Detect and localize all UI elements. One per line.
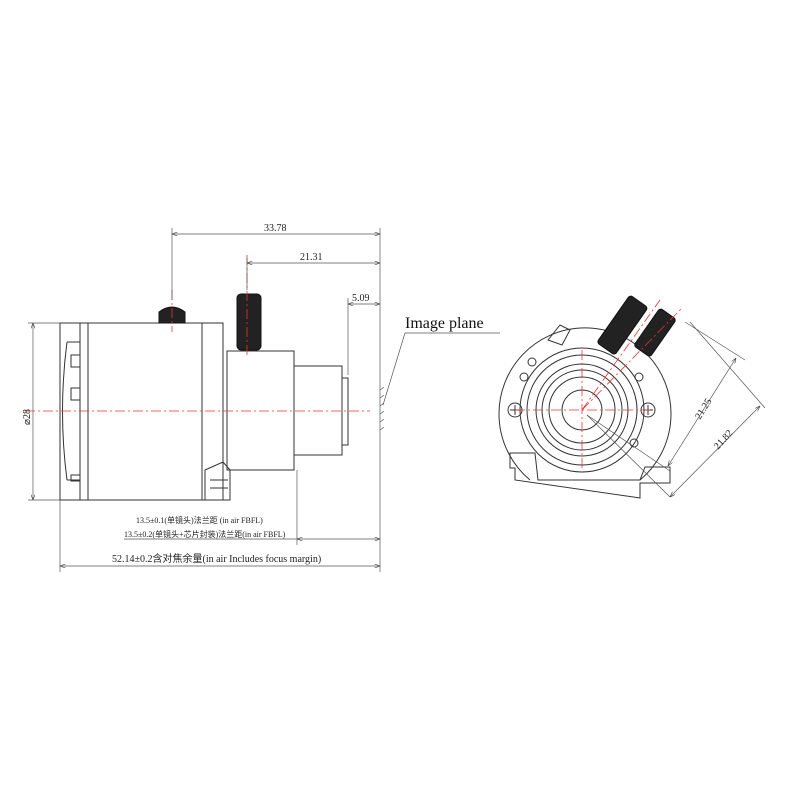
dim-21-31: 21.31 <box>300 252 323 263</box>
front-view: 21.25 21.82 <box>498 295 766 499</box>
side-view: 33.78 21.31 5.09 ⌀28 Image plane 13.5±0.… <box>22 223 500 572</box>
mount-barrel <box>293 365 343 456</box>
image-plane-hatch <box>379 386 385 431</box>
bracket <box>204 461 231 501</box>
dim-33-78: 33.78 <box>264 223 287 234</box>
focus-knob-icon <box>236 293 262 351</box>
focus-knob-icon <box>597 295 648 355</box>
dim-line-21-82 <box>670 406 760 497</box>
image-plane-leader <box>382 332 500 406</box>
dim-21-25: 21.25 <box>693 397 714 422</box>
total-length: 52.14±0.2含对焦余量(in air Includes focus mar… <box>112 552 321 565</box>
dim-21-82: 21.82 <box>712 428 735 452</box>
bottom-tabs <box>509 452 671 499</box>
zoom-knob-icon <box>634 308 676 357</box>
fbfl-package: 13.5±0.2(单镜头+芯片封装)法兰距(in air FBFL) <box>124 529 286 539</box>
dim-diameter: ⌀28 <box>22 409 33 425</box>
lens-body <box>59 322 224 501</box>
dim-5-09: 5.09 <box>352 293 370 304</box>
image-plane-label: Image plane <box>405 315 484 332</box>
focus-ring-housing <box>226 350 295 471</box>
fbfl-single: 13.5±0.1(单镜头)法兰距 (in air FBFL) <box>136 515 263 525</box>
